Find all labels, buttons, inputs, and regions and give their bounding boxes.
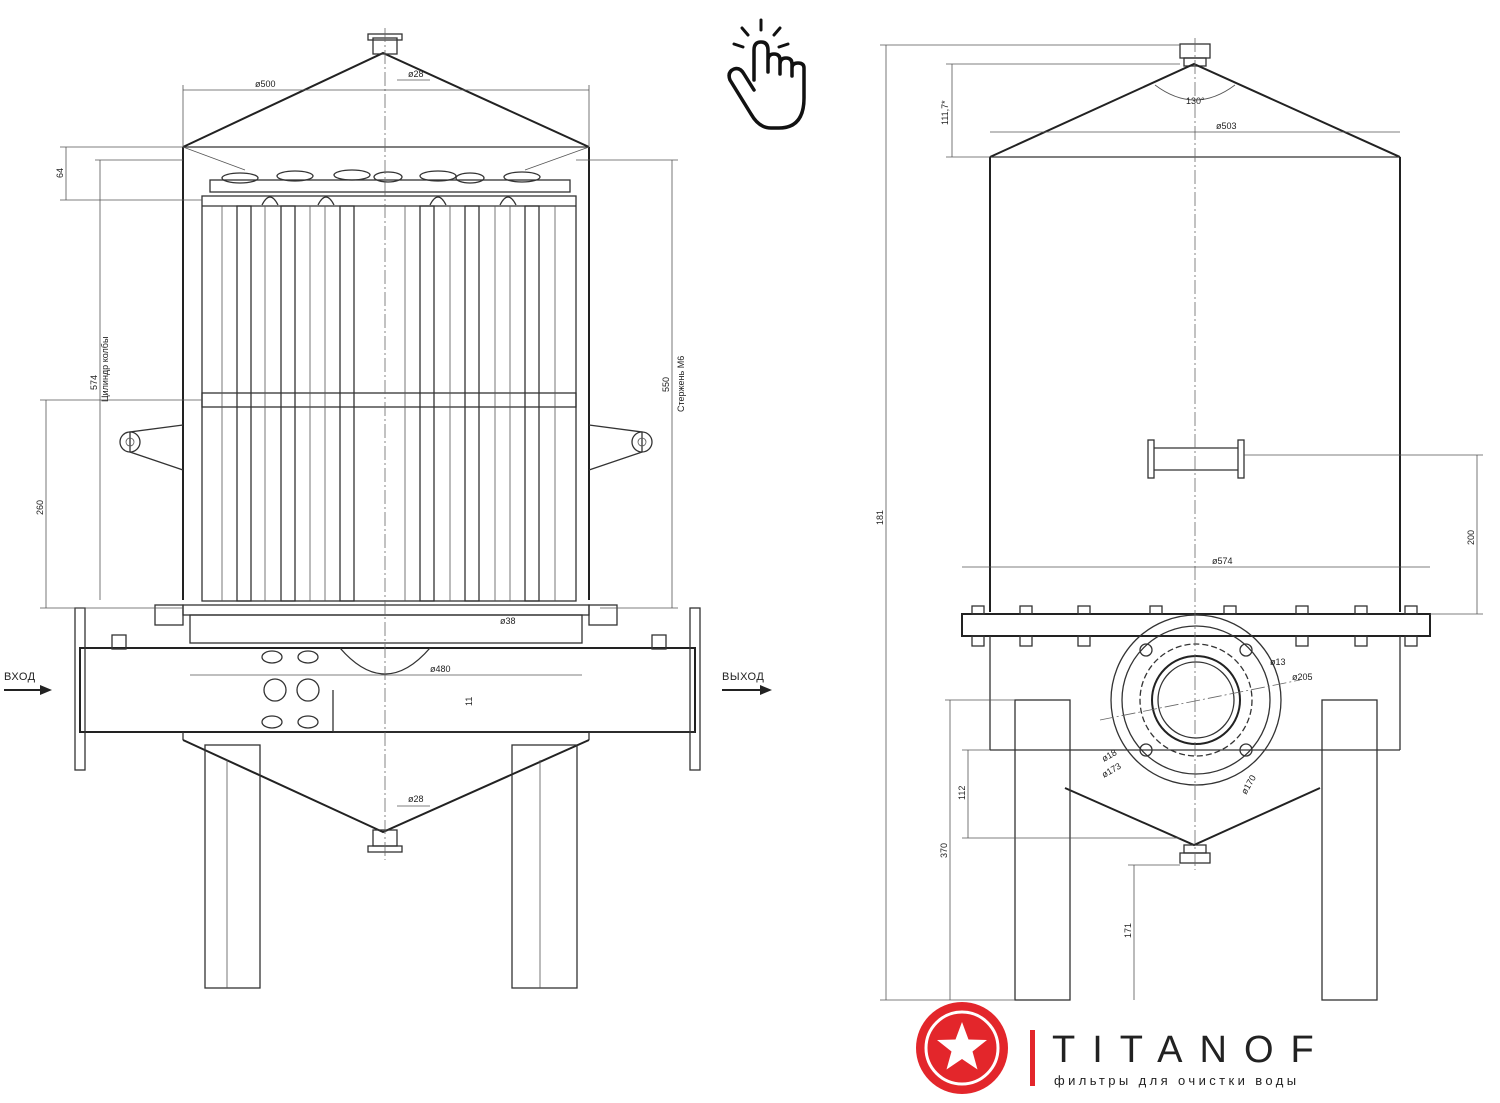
brand-tagline: фильтры для очистки воды: [1054, 1073, 1300, 1088]
dim-flange-diameter: ø574: [1212, 556, 1233, 566]
outlet-label: ВЫХОД: [722, 671, 764, 683]
dim-top-diameter: ø503: [1216, 121, 1237, 131]
cartridge-caps: [221, 169, 541, 206]
star-icon: [937, 1022, 987, 1070]
front-view: ø500 ø28 64 574 Цилиндр колбы 260 550 Ст…: [4, 28, 772, 989]
dim-rod-length: 550: [661, 377, 671, 392]
dim-header-height: 64: [55, 168, 65, 178]
dim-hole-circle: ø173: [1100, 761, 1123, 780]
side-dimensions: 111,7* 130° ø503 181 200 ø574 ø13 ø205 ø…: [875, 44, 1483, 1001]
dim-pipe-offset: 11: [464, 697, 474, 706]
dim-cartridge-bore: ø38: [500, 616, 516, 626]
dim-cone-bottom: 112: [957, 786, 967, 800]
dim-cylinder-note: Цилиндр колбы: [100, 337, 110, 402]
dim-top-nozzle: ø28: [408, 69, 424, 79]
dim-leg-total: 370: [939, 843, 949, 858]
dim-lug-height: 260: [35, 500, 45, 515]
flange-bolts: [971, 605, 1418, 647]
brand-block: TITANOF фильтры для очистки воды: [916, 1002, 1331, 1094]
cartridges: [221, 205, 556, 602]
dim-bolt-hole: ø13: [1270, 657, 1286, 667]
pointer-hand-icon: [727, 18, 806, 130]
dim-pipe-length: ø480: [430, 664, 451, 674]
side-view: 111,7* 130° ø503 181 200 ø574 ø13 ø205 ø…: [875, 38, 1483, 1001]
front-dimensions: ø500 ø28 64 574 Цилиндр колбы 260 550 Ст…: [35, 69, 686, 807]
dim-leg-clear: 171: [1123, 923, 1133, 938]
inlet-arrow-icon: [40, 685, 52, 695]
dim-cone-height: 111,7*: [940, 100, 950, 125]
dim-cylinder-height: 574: [89, 375, 99, 390]
dim-flange-bolt-circle: ø170: [1239, 773, 1258, 796]
dim-cone-angle: 130°: [1186, 96, 1205, 106]
brand-divider: [1030, 1030, 1035, 1086]
outlet-arrow-icon: [760, 685, 772, 695]
dim-bottom-nozzle: ø28: [408, 794, 424, 804]
inlet-label: ВХОД: [4, 671, 36, 683]
dim-body-diameter: ø500: [255, 79, 276, 89]
dim-flange-outer: ø205: [1292, 672, 1313, 682]
dim-rod-note: Стержень М6: [676, 356, 686, 412]
round-flange: [1099, 614, 1301, 786]
dim-handle-height: 200: [1466, 530, 1476, 545]
brand-name: TITANOF: [1052, 1029, 1331, 1071]
dim-total-height: 181: [875, 510, 885, 525]
